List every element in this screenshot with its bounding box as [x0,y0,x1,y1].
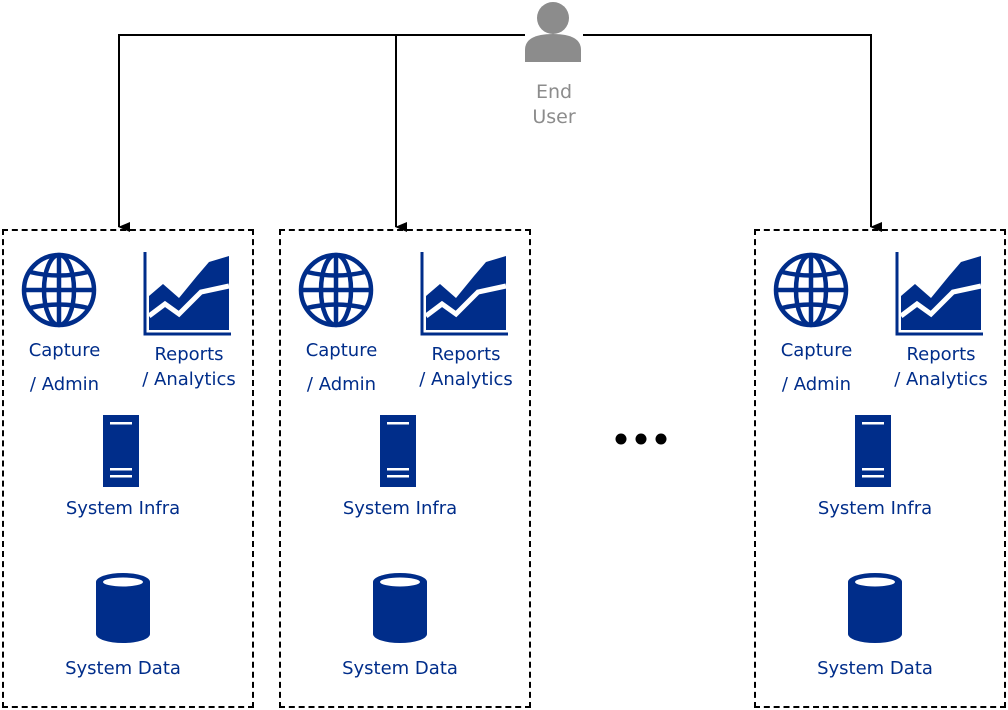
ellipsis-dots [615,433,667,445]
instance-box-1: Capture / Admin Reports / Analytics Syst… [2,229,254,708]
instance-box-2: Capture / Admin Reports / Analytics Syst… [279,229,531,708]
end-user-label-line2: User [532,106,576,128]
globe-icon [298,252,374,328]
system-infra-label: System Infra [817,498,933,519]
system-data-label: System Data [817,658,933,679]
database-icon [373,573,427,643]
server-icon [380,415,416,487]
capture-label-line1: Capture [305,340,378,361]
database-icon [96,573,150,643]
reports-label-line1: Reports [431,344,501,365]
capture-label-line2: / Admin [781,374,852,395]
server-icon [103,415,139,487]
capture-label-line1: Capture [28,340,101,361]
area-chart-icon [895,252,983,336]
globe-icon [21,252,97,328]
server-icon [855,415,891,487]
instance-box-n: Capture / Admin Reports / Analytics Syst… [754,229,1006,708]
reports-label-line2: / Analytics [142,369,236,390]
capture-label-line2: / Admin [29,374,100,395]
area-chart-icon [420,252,508,336]
system-infra-label: System Infra [65,498,181,519]
globe-icon [773,252,849,328]
database-icon [848,573,902,643]
user-icon [525,2,581,62]
reports-label-line1: Reports [906,344,976,365]
reports-label-line1: Reports [154,344,224,365]
reports-label-line2: / Analytics [894,369,988,390]
system-infra-label: System Infra [342,498,458,519]
system-data-label: System Data [65,658,181,679]
end-user-label: End User [514,80,594,130]
connector-to-instance-1 [118,34,525,232]
connector-to-instance-n [583,34,882,232]
capture-label-line2: / Admin [306,374,377,395]
reports-label-line2: / Analytics [419,369,513,390]
area-chart-icon [143,252,231,336]
system-data-label: System Data [342,658,458,679]
capture-label-line1: Capture [780,340,853,361]
end-user-label-line1: End [535,81,573,103]
